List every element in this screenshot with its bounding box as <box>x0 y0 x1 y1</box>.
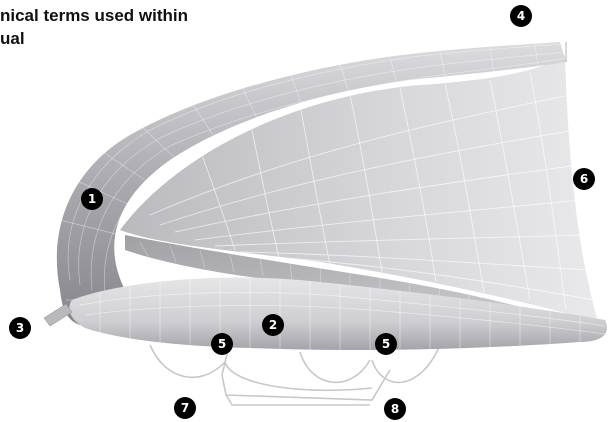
callout-6-badge: 6 <box>573 168 595 190</box>
callout-4-badge: 4 <box>510 5 532 27</box>
callout-8-badge: 8 <box>384 398 406 420</box>
callout-3-badge: 3 <box>9 317 31 339</box>
callout-5-badge: 5 <box>211 333 233 355</box>
callout-5-badge-second: 5 <box>375 333 397 355</box>
bridle-lines <box>150 345 440 405</box>
valve-stub <box>44 304 72 326</box>
callout-7-badge: 7 <box>174 397 196 419</box>
callout-2-badge: 2 <box>262 314 284 336</box>
callout-1-badge: 1 <box>81 188 103 210</box>
